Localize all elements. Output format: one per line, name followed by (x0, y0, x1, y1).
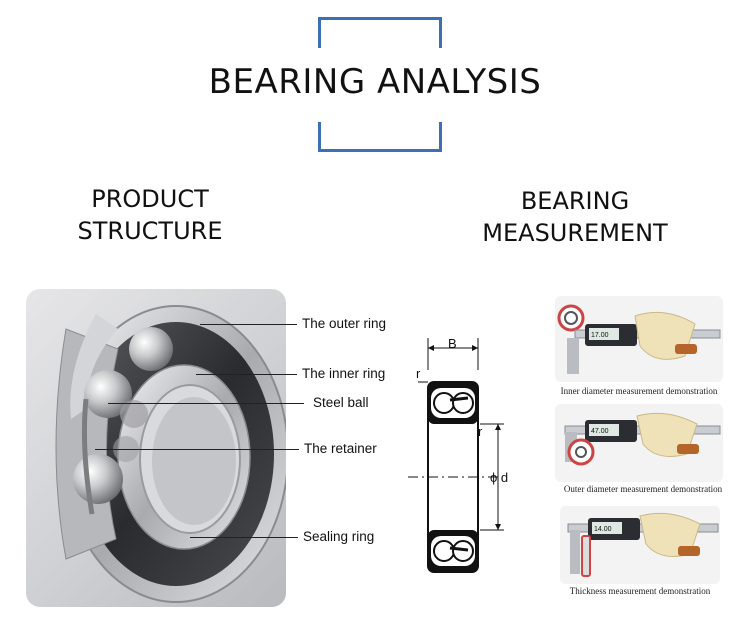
corner-radius-label: r (416, 366, 421, 381)
page-title: BEARING ANALYSIS (208, 62, 542, 102)
demo-outer-diameter-image: 47.00 (555, 404, 723, 482)
caption-outer-diameter: Outer diameter measurement demonstration (563, 484, 723, 494)
title-bracket-bottom (318, 122, 442, 152)
diameter-label: ϕ d (490, 470, 509, 485)
label-retainer: The retainer (304, 441, 377, 456)
sealing-ring-leader (190, 537, 298, 538)
steel-ball-1 (129, 327, 173, 371)
label-inner-ring: The inner ring (302, 366, 386, 381)
steel-ball-3 (73, 454, 123, 504)
title-bracket-top (318, 17, 442, 48)
demo-thickness-image: 14.00 (560, 506, 720, 584)
steel-ball-2 (84, 370, 132, 418)
retainer-leader (95, 449, 299, 450)
steel-ball-leader (108, 403, 304, 404)
product-title-line1: PRODUCT (91, 185, 209, 213)
caption-thickness: Thickness measurement demonstration (569, 586, 711, 596)
svg-text:17.00: 17.00 (591, 332, 609, 339)
demo-inner-diameter-image: 17.00 (555, 296, 723, 382)
label-steel-ball: Steel ball (313, 395, 369, 410)
bearing-measurement-title: BEARING MEASUREMENT (470, 185, 680, 249)
measurement-title-line2: MEASUREMENT (482, 219, 668, 247)
svg-text:47.00: 47.00 (591, 428, 609, 435)
label-outer-ring: The outer ring (302, 316, 387, 331)
bearing-cutaway-image (26, 289, 286, 607)
bearing-cutaway-illustration (55, 305, 286, 603)
bearing-cross-section-diagram (408, 338, 504, 573)
product-title-line2: STRUCTURE (77, 217, 223, 245)
caption-inner-diameter: Inner diameter measurement demonstration (560, 386, 718, 396)
label-sealing-ring: Sealing ring (303, 529, 375, 544)
inner-radius-label: r (478, 424, 483, 439)
inner-ring-leader (196, 374, 297, 375)
outer-ring-leader (200, 324, 297, 325)
svg-text:14.00: 14.00 (594, 526, 612, 533)
product-structure-title: PRODUCT STRUCTURE (60, 183, 240, 247)
measurement-title-line1: BEARING (520, 187, 630, 215)
width-label: B (448, 336, 457, 351)
